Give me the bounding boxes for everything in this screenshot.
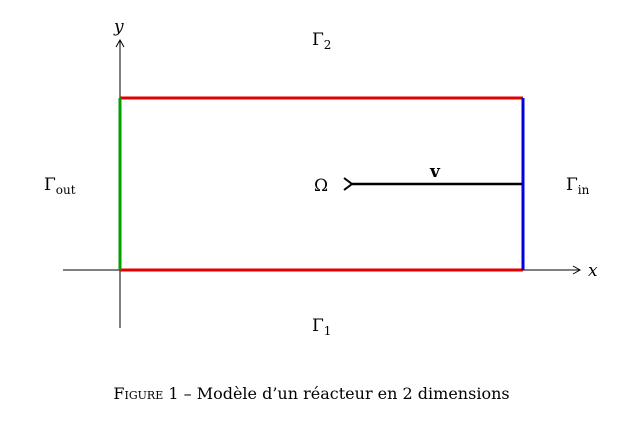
vector-label: v — [429, 162, 441, 182]
boundary-right-label: Γin — [566, 175, 590, 197]
boundary-bottom-label: Γ1 — [312, 316, 331, 338]
caption-figure-word: Figure — [113, 384, 164, 403]
figure-caption: Figure 1 – Modèle d’un réacteur en 2 dim… — [0, 384, 623, 403]
boundary-left-label: Γout — [44, 175, 76, 197]
caption-separator: – — [183, 384, 192, 403]
x-axis-label: x — [588, 261, 598, 281]
boundary-top-label: Γ2 — [312, 30, 331, 52]
y-axis-label: y — [113, 17, 124, 37]
caption-number: 1 — [168, 384, 179, 403]
caption-text: Modèle d’un réacteur en 2 dimensions — [196, 384, 510, 403]
domain-label: Ω — [314, 176, 328, 196]
